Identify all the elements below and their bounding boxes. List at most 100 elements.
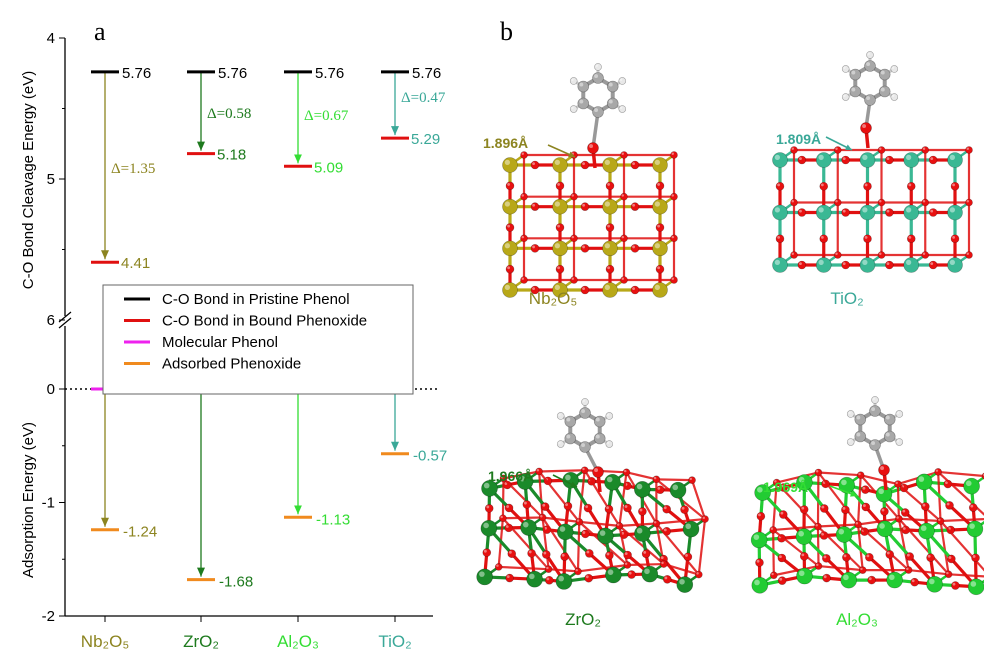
oxygen-atom [885,208,894,217]
oxygen-atom [841,208,850,217]
oxygen-atom [620,192,628,201]
x-tick-label: Nb₂O₅ [81,632,129,651]
oxygen-atom-highlight [922,503,926,507]
oxygen-atom-highlight [585,575,589,579]
oxygen-atom [900,508,910,517]
structures-panel: 1.896ÅNb₂O₅1.809ÅTiO₂1.966ÅZrO₂1.969ÅAl₂… [476,51,984,629]
metal-atom-highlight [949,154,955,160]
oxygen-atom-highlight [507,266,510,270]
hydrogen-atom-highlight [843,66,846,69]
hydrogen-atom [841,93,850,101]
metal-atom [859,204,876,221]
back-bond [817,523,859,528]
oxygen-atom [683,552,693,562]
oxygen-atom [905,552,915,561]
oxygen-atom [861,502,871,512]
back-bond [860,474,899,486]
oxygen-atom [670,192,678,201]
carbon-atom-highlight [595,434,600,439]
oxygen-atom [906,181,916,191]
metal-atom-highlight [774,207,780,213]
oxygen-atom [670,276,678,284]
oxygen-atom-highlight [777,183,780,187]
back-bond [576,521,581,572]
metal-atom-highlight [774,259,780,265]
oxygen-atom-highlight [624,469,627,473]
oxygen-atom-highlight [842,262,846,265]
oxygen-atom [555,264,565,274]
legend-box [102,284,414,395]
carbon-atom [864,60,876,72]
metal-atom [754,484,771,501]
oxygen-atom [527,549,536,558]
oxygen-atom-highlight [855,522,859,525]
oxygen-atom [885,550,895,559]
carbon-atom [883,413,896,426]
oxygen-atom [965,251,973,259]
oxygen-atom-highlight [565,503,568,507]
oxygen-atom [777,576,787,585]
metal-atom-highlight [841,479,847,486]
hydrogen-atom [569,105,578,113]
oxygen-atom-highlight [816,563,819,567]
pristine-value-label: 5.76 [122,65,151,82]
metal-atom [772,204,788,221]
oxygen-atom-highlight [582,467,585,471]
oxygen-atom-highlight [671,235,675,239]
oxygen-atom-highlight [801,506,805,510]
back-bond [938,470,984,478]
oxygen-atom-highlight [586,550,590,554]
oxygen-atom-highlight [862,504,866,507]
carbon-atom-highlight [594,108,598,112]
oxygen-atom-highlight [663,506,667,510]
legend-entry: C-O Bond in Pristine Phenol [162,291,350,308]
oxygen-atom-highlight [500,515,503,519]
bound-value-label: 5.29 [411,131,440,148]
metal-atom-highlight [565,474,571,481]
oxygen-atom-highlight [895,481,898,485]
carbon-atom [564,415,577,428]
back-bond [816,526,820,567]
oxygen-atom [541,550,551,559]
metal-atom-highlight [644,568,650,575]
oxygen-atom [574,567,582,576]
metal-atom [903,257,920,273]
oxygen-atom-highlight [966,200,970,203]
oxygen-atom [701,515,709,523]
oxygen-atom [638,507,647,516]
carbon-atom [593,432,606,445]
back-bond [584,469,627,474]
oxygen-atom-highlight [945,481,948,485]
bond-length-arrowhead [570,481,577,487]
metal-atom-highlight [969,523,975,529]
oxygen-atom [499,474,508,483]
oxygen-atom-highlight [506,575,510,579]
hydrogen-atom-highlight [606,441,610,445]
oxygen-atom-highlight [879,252,882,255]
oxygen-atom-highlight [902,527,906,530]
oxygen-atom-highlight [557,266,560,270]
oxygen-atom [530,285,540,295]
metal-atom-highlight [838,528,845,535]
metal-atom [947,152,963,168]
back-bond [697,518,707,575]
bond-length-label: 1.969Å [763,479,808,495]
oxygen-atom [482,548,492,557]
oxygen-atom [505,264,515,274]
hydrogen-atom-highlight [867,52,871,55]
back-bond [773,525,819,532]
metal-atom [502,282,518,298]
oxygen-atom [921,251,930,259]
oxygen-atom [867,575,876,585]
oxygen-atom-highlight [972,555,976,558]
metal-atom-highlight [679,578,685,585]
carbon-atom-highlight [579,99,584,104]
metal-atom [750,531,768,549]
back-bond [655,522,700,576]
y-tick-label: -1 [42,495,55,512]
phenoxide-oxygen-atom [587,142,599,154]
back-bond [656,517,706,525]
oxygen-atom [620,151,628,159]
